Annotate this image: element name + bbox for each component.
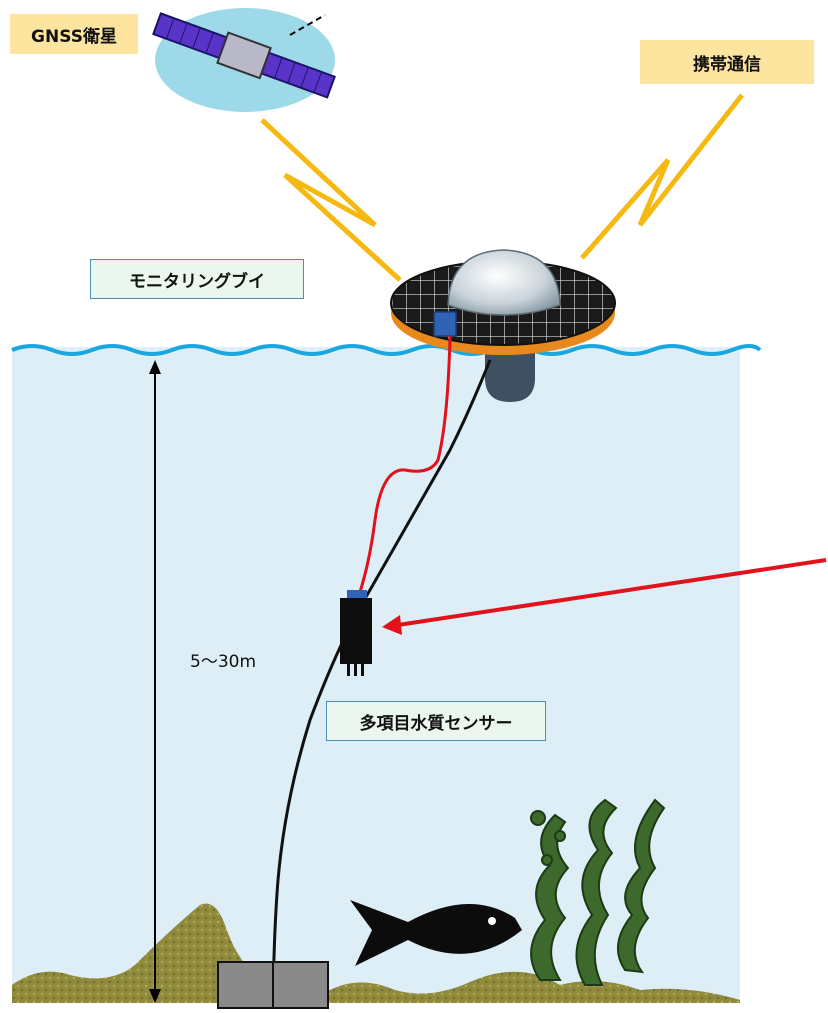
depth-arrow bbox=[149, 360, 161, 1003]
cellular-signal-bolt bbox=[580, 93, 744, 260]
depth-range-label: 5〜30m bbox=[190, 652, 257, 672]
black-mooring-cable bbox=[271, 359, 492, 1004]
cellular-communication-label: 携帯通信 bbox=[640, 40, 814, 84]
sensor-pointer-arrow bbox=[382, 558, 827, 635]
water-quality-sensor bbox=[340, 590, 372, 676]
fish-icon bbox=[350, 900, 522, 966]
seaweed-icon bbox=[530, 798, 666, 986]
water-body bbox=[12, 347, 740, 1003]
water-quality-sensor-label: 多項目水質センサー bbox=[326, 701, 546, 741]
anchor-weight bbox=[217, 961, 329, 1009]
satellite-signal-bolt bbox=[260, 118, 402, 282]
red-sensor-cable bbox=[358, 335, 452, 593]
buoy-icon bbox=[390, 249, 616, 355]
gnss-satellite-label: GNSS衛星 bbox=[10, 14, 138, 54]
monitoring-buoy-label: モニタリングブイ bbox=[90, 259, 304, 299]
water-surface-wave bbox=[11, 344, 762, 356]
buoy-underwater-body bbox=[485, 345, 535, 402]
seabed bbox=[12, 903, 740, 1003]
satellite-icon bbox=[152, 8, 336, 112]
